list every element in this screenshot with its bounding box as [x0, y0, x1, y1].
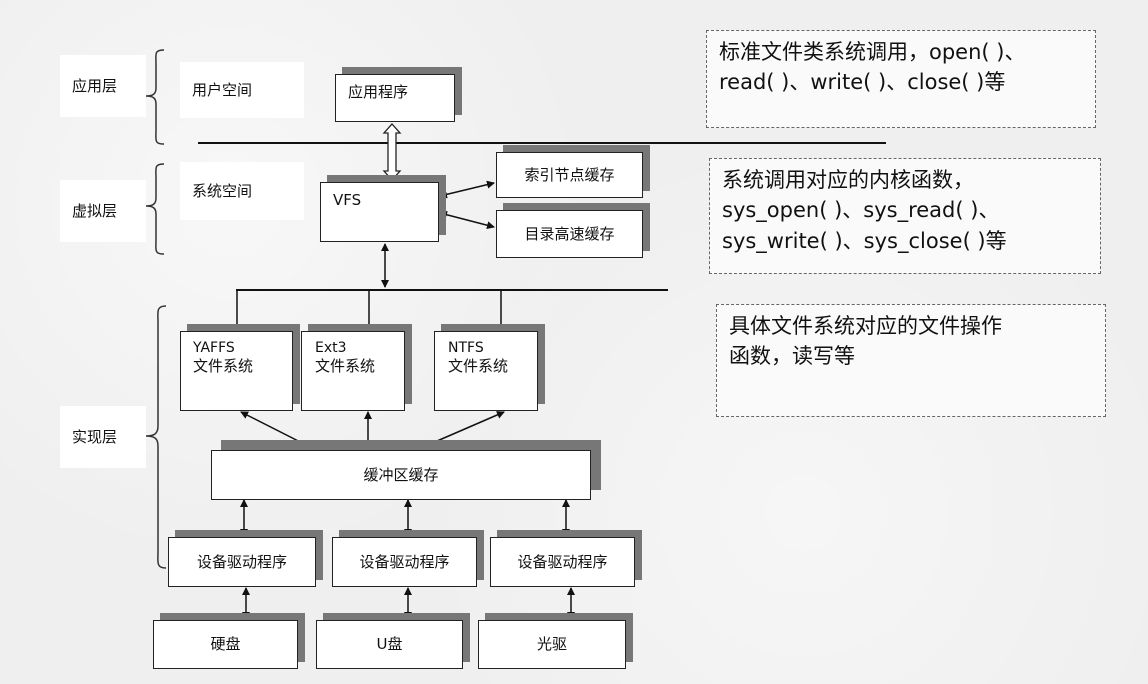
vfs-inode-arrow	[439, 180, 495, 199]
device-driver-box-3: 设备驱动程序	[490, 537, 635, 587]
ext3-name: Ext3	[315, 340, 347, 356]
note-kernel-functions: 系统调用对应的内核函数， sys_open( )、sys_read( )、 sy…	[709, 158, 1101, 274]
ntfs-buffer-arrow	[413, 411, 505, 452]
system-space-label: 系统空间	[180, 162, 304, 220]
note-top-line-1: 标准文件类系统调用，open( )、	[719, 40, 1026, 64]
note-filesystem-operations: 具体文件系统对应的文件操作 函数，读写等	[716, 304, 1106, 417]
ext3-fs-suffix: 文件系统	[315, 356, 376, 375]
yaffs-fs-suffix: 文件系统	[193, 356, 254, 375]
app-program-box: 应用程序	[335, 74, 455, 122]
brace-app-layer	[145, 49, 165, 145]
inode-cache-box: 索引节点缓存	[496, 152, 643, 198]
ntfs-filesystem-box: NTFS 文件系统	[434, 331, 538, 411]
brace-virtual-layer	[145, 163, 165, 255]
device-driver-box-2: 设备驱动程序	[332, 537, 477, 587]
u-disk-box: U盘	[316, 620, 463, 669]
buffer-cache-box: 缓冲区缓存	[211, 450, 591, 500]
yaffs-name: YAFFS	[193, 340, 235, 356]
note-middle-line-1: 系统调用对应的内核函数，	[722, 168, 974, 192]
hard-disk-box: 硬盘	[153, 620, 298, 669]
note-top-line-2: read( )、write( )、close( )等	[719, 70, 1006, 95]
brace-impl-layer	[145, 305, 167, 569]
virtual-layer-label: 虚拟层	[60, 180, 146, 242]
optical-drive-box: 光驱	[478, 620, 626, 669]
note-bottom-line-1: 具体文件系统对应的文件操作	[729, 314, 1002, 338]
note-bottom-line-2: 函数，读写等	[729, 344, 855, 369]
dir-cache-box: 目录高速缓存	[496, 210, 643, 258]
yaffs-filesystem-box: YAFFS 文件系统	[180, 331, 293, 411]
ntfs-name: NTFS	[448, 340, 484, 356]
app-vfs-double-arrow	[382, 123, 402, 181]
ext3-filesystem-box: Ext3 文件系统	[301, 331, 405, 411]
impl-layer-label: 实现层	[60, 406, 146, 468]
vfs-dircache-arrow	[439, 210, 495, 230]
user-space-label: 用户空间	[180, 62, 304, 118]
note-standard-syscalls: 标准文件类系统调用，open( )、 read( )、write( )、clos…	[706, 30, 1096, 128]
ntfs-fs-suffix: 文件系统	[448, 356, 509, 375]
app-layer-label: 应用层	[60, 55, 146, 117]
yaffs-buffer-arrow	[240, 411, 319, 452]
note-middle-line-3: sys_write( )、sys_close( )等	[722, 228, 1007, 253]
note-middle-line-2: sys_open( )、sys_read( )、	[722, 198, 1000, 223]
device-driver-box-1: 设备驱动程序	[168, 537, 316, 587]
vfs-box: VFS	[320, 182, 439, 242]
